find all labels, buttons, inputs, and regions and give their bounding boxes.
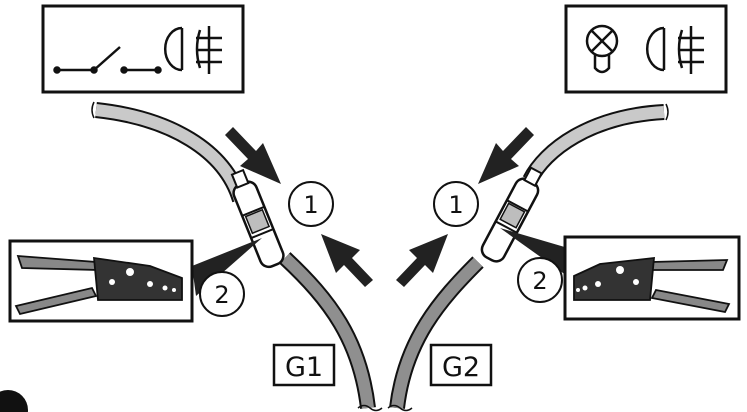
cable-label-g1: G1 [272, 343, 336, 387]
cable-label-text: G1 [285, 352, 323, 383]
switch-symbol-icon [53, 46, 162, 74]
connector-plug-icon [163, 26, 222, 74]
step-marker-right-crimp: 2 [517, 257, 563, 303]
left-butt-connector [230, 168, 285, 269]
step-number: 1 [303, 191, 318, 219]
right-butt-connector [480, 166, 543, 263]
connector-plug-icon [645, 26, 704, 74]
cable-break-mark [665, 103, 669, 121]
step-number: 1 [448, 191, 463, 219]
cable-break-mark [357, 404, 383, 412]
right-crimp-tool-box [563, 235, 741, 321]
arrow-left-down [225, 127, 281, 184]
crimping-pliers-icon [573, 256, 731, 314]
cable-break-mark [91, 101, 95, 119]
switch-connector-box [41, 4, 245, 94]
cable-label-text: G2 [442, 352, 480, 383]
crimping-pliers-icon [14, 254, 183, 316]
lamp-connector-box [564, 4, 728, 94]
left-crimp-tool-box [8, 239, 194, 323]
cable-label-g2: G2 [429, 343, 493, 387]
lamp-symbol-icon [585, 24, 619, 74]
arrow-right-down [478, 127, 534, 184]
arrow-right-up [396, 234, 448, 287]
page-corner-marker [0, 390, 28, 412]
step-marker-right-insert: 1 [433, 181, 479, 227]
step-number: 2 [532, 267, 547, 295]
cable-break-mark [387, 404, 413, 412]
step-marker-left-insert: 1 [288, 181, 334, 227]
step-marker-left-crimp: 2 [199, 271, 245, 317]
step-number: 2 [214, 281, 229, 309]
arrow-left-up [321, 234, 373, 287]
